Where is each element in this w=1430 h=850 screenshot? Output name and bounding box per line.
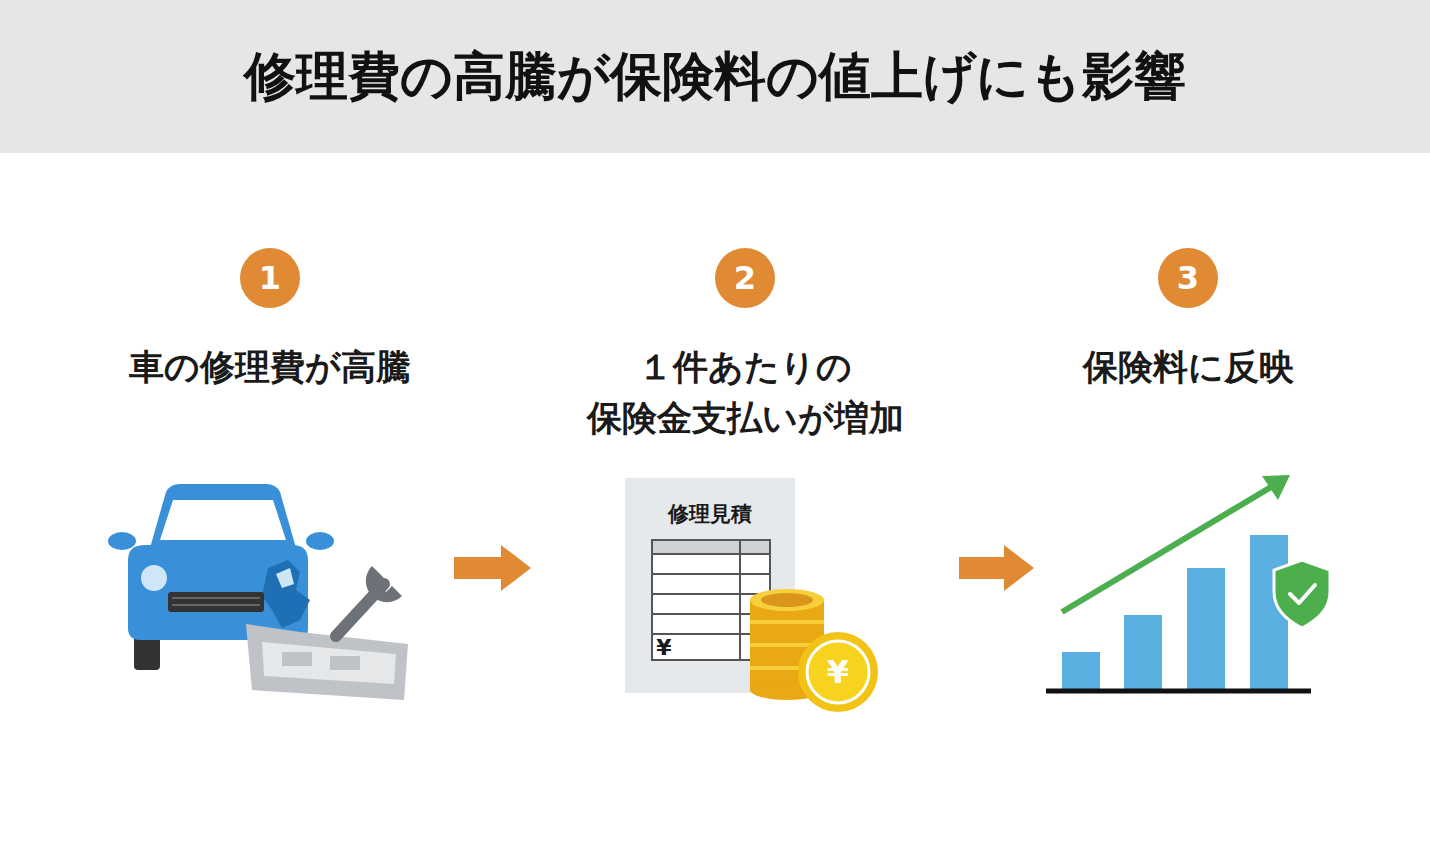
coin-yen-sign: ¥ <box>827 653 849 691</box>
coin-stack <box>750 589 878 712</box>
step-number: 3 <box>1158 248 1218 308</box>
step-number: 1 <box>240 248 300 308</box>
step-number: 2 <box>715 248 775 308</box>
diagram-title: 修理費の高騰が保険料の値上げにも影響 <box>0 0 1430 153</box>
flow-arrow <box>454 545 531 591</box>
step-block: 1 車の修理費が高騰 <box>90 248 450 720</box>
wrench <box>336 566 402 636</box>
step-heading: １件あたりの 保険金支払いが増加 <box>535 342 955 444</box>
flow-arrow <box>959 545 1034 591</box>
step-heading: 保険料に反映 <box>1083 342 1294 393</box>
step-block: 2 １件あたりの 保険金支払いが増加 <box>535 248 955 720</box>
rising-chart <box>1046 475 1330 691</box>
fallen-bumper <box>246 624 408 700</box>
step-heading: 車の修理費が高騰 <box>129 342 411 393</box>
step-block: 3 保険料に反映 <box>1038 248 1338 720</box>
yen-sign: ¥ <box>656 635 671 660</box>
sheet-heading: 修理見積 <box>668 500 752 528</box>
